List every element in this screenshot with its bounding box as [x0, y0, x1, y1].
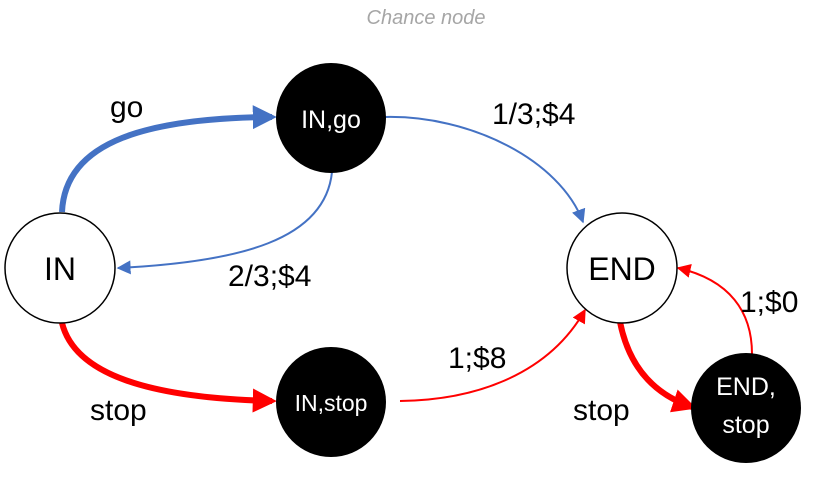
edge-end-stop-back [676, 264, 753, 355]
chance-node-in-stop: IN,stop [276, 347, 386, 457]
chance-node-in-go: IN,go [276, 63, 386, 173]
edge-go-back-to-in [116, 171, 333, 275]
edge-go-to-end [384, 115, 586, 224]
edge-stop [59, 322, 277, 413]
node-end-label: END [588, 251, 656, 287]
chance-node-in-go-label: IN,go [301, 106, 361, 134]
chance-node-end-stop: END, stop [691, 353, 801, 463]
edge-go [59, 105, 277, 213]
edge-label-end-stop: stop [573, 394, 630, 427]
edge-label-end-stop-back: 1;$0 [740, 286, 798, 319]
edge-label-go: go [110, 91, 143, 124]
node-in: IN [4, 212, 116, 324]
edge-label-stop: stop [90, 394, 147, 427]
edge-label-stop-end: 1;$8 [448, 342, 506, 375]
diagram-title: Chance node [367, 7, 486, 29]
chance-node-in-stop-label: IN,stop [295, 390, 368, 416]
node-end: END [566, 212, 678, 324]
chance-node-end-stop-label-line1: END, [716, 373, 776, 401]
node-in-label: IN [44, 251, 76, 287]
edge-end-stop [617, 321, 697, 413]
edge-label-go-end: 1/3;$4 [492, 98, 575, 131]
chance-node-end-stop-label-line2: stop [722, 411, 769, 439]
edge-label-go-back: 2/3;$4 [228, 260, 311, 293]
edge-stop-to-end [399, 308, 586, 402]
